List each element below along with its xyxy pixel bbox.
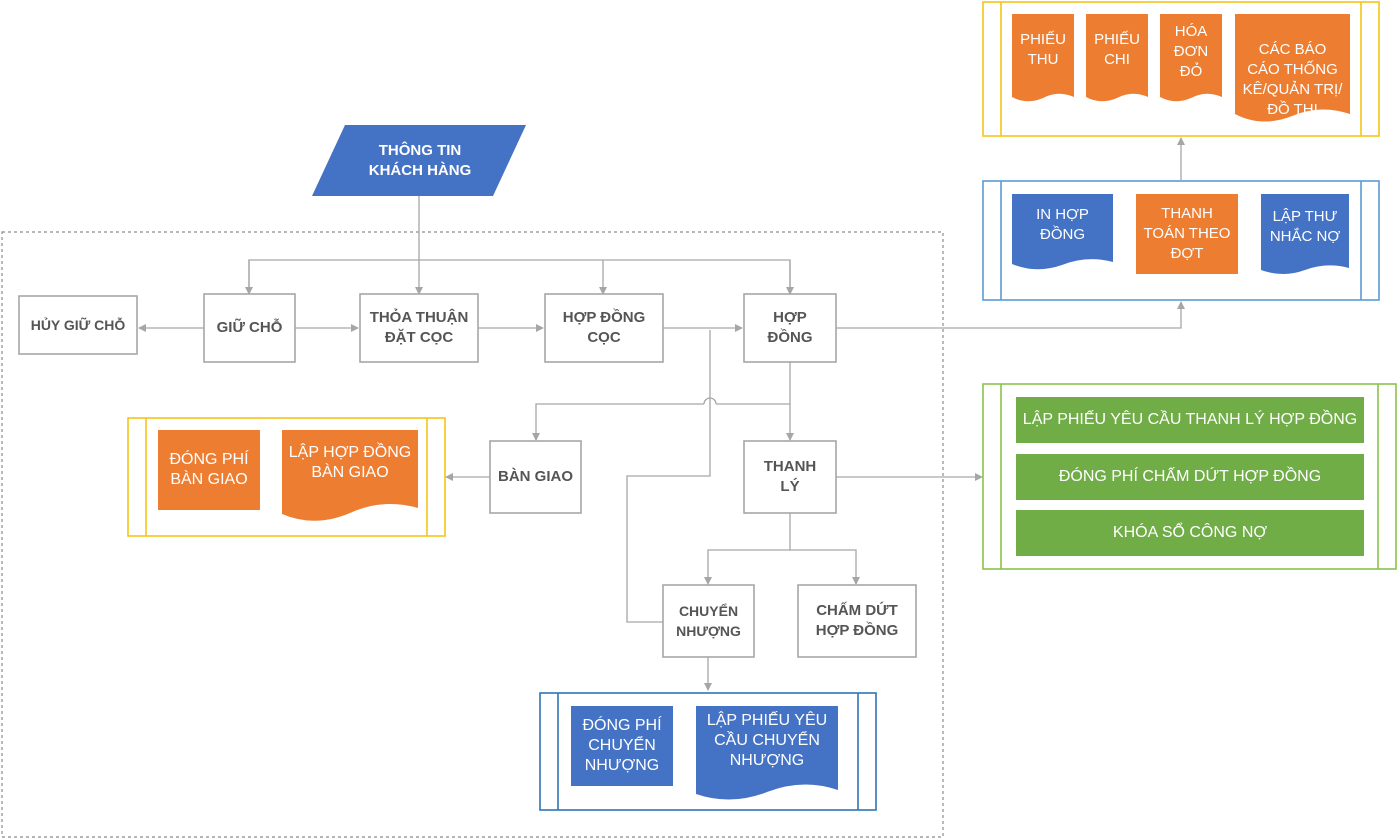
cancel-hold-box [18,295,138,355]
process-boundary [1,231,944,838]
contract-box [743,293,837,363]
payment-voucher[interactable]: PHIẾU CHI [1094,31,1140,68]
close-debt-ledger[interactable]: KHÓA SỔ CÔNG NỢ [1112,524,1268,541]
debt-reminder[interactable]: LẬP THƯ NHẮC NỢ [1269,208,1341,245]
handover-contract-shape [282,430,418,521]
node-shapes [18,293,917,658]
hold-box [203,293,296,363]
deposit-contract-node[interactable]: HỢP ĐỒNG CỌC [562,309,646,346]
handover-box [489,440,582,514]
deposit-agreement-node[interactable]: THỎA THUẬN ĐẶT CỌC [369,309,469,346]
deposit-contract-box [544,293,664,363]
termination-node[interactable]: CHẤM DỨT HỢP ĐỒNG [815,602,899,639]
liquidation-item-shapes [1016,397,1364,556]
transfer-request-shape [696,706,838,800]
handover-fee-shape [158,430,260,510]
installment-payment-shape [1136,194,1238,274]
connectors [138,137,1185,691]
reports-item-shapes [1012,14,1350,122]
customer-info-label: THÔNG TIN KHÁCH HÀNG [368,141,472,179]
print-contract-shape [1012,194,1113,270]
reports-statistics[interactable]: CÁC BÁO CÁO THỐNG KÊ/QUẢN TRỊ/ ĐỒ THỊ [1242,41,1343,118]
transfer-node[interactable]: CHUYỂN NHƯỢNG [676,603,741,639]
deposit-agreement-box [359,293,479,363]
liquidation-node[interactable]: THANH LÝ [763,458,817,495]
receipt-voucher[interactable]: PHIẾU THU [1020,31,1066,68]
transfer-fee-shape [571,706,673,786]
liquidation-ops-frame [982,383,1397,570]
cancel-hold-node[interactable]: HỦY GIỮ CHỖ [30,317,126,333]
debt-reminder-shape [1261,194,1349,274]
handover-fee[interactable]: ĐÓNG PHÍ BÀN GIAO [169,451,249,488]
termination-fee[interactable]: ĐÓNG PHÍ CHẤM DỨT HỢP ĐỒNG [1058,468,1322,485]
liquidation-box [743,440,837,514]
liquidation-request[interactable]: LẬP PHIẾU YÊU CẦU THANH LÝ HỢP ĐỒNG [1022,411,1358,428]
handover-ops-frame [127,417,446,537]
handover-contract[interactable]: LẬP HỢP ĐỒNG BÀN GIAO [288,444,412,481]
handover-node[interactable]: BÀN GIAO [498,468,573,485]
transfer-ops-frame [539,692,877,811]
reports-frame [982,1,1380,137]
vat-invoice[interactable]: HÓA ĐƠN ĐỎ [1173,23,1209,80]
print-contract[interactable]: IN HỢP ĐỒNG [1036,206,1089,243]
customer-info-shape [312,125,526,196]
transfer-request[interactable]: LẬP PHIẾU YÊU CẦU CHUYỂN NHƯỢNG [706,712,828,769]
transfer-fee[interactable]: ĐÓNG PHÍ CHUYỂN NHƯỢNG [582,717,662,774]
hold-node[interactable]: GIỮ CHỖ [216,319,283,336]
contract-node[interactable]: HỢP ĐỒNG [767,309,813,346]
termination-box [797,584,917,658]
transfer-box [662,584,755,658]
installment-payment[interactable]: THANH TOÁN THEO ĐỢT [1143,205,1231,262]
contract-ops-frame [982,180,1380,301]
